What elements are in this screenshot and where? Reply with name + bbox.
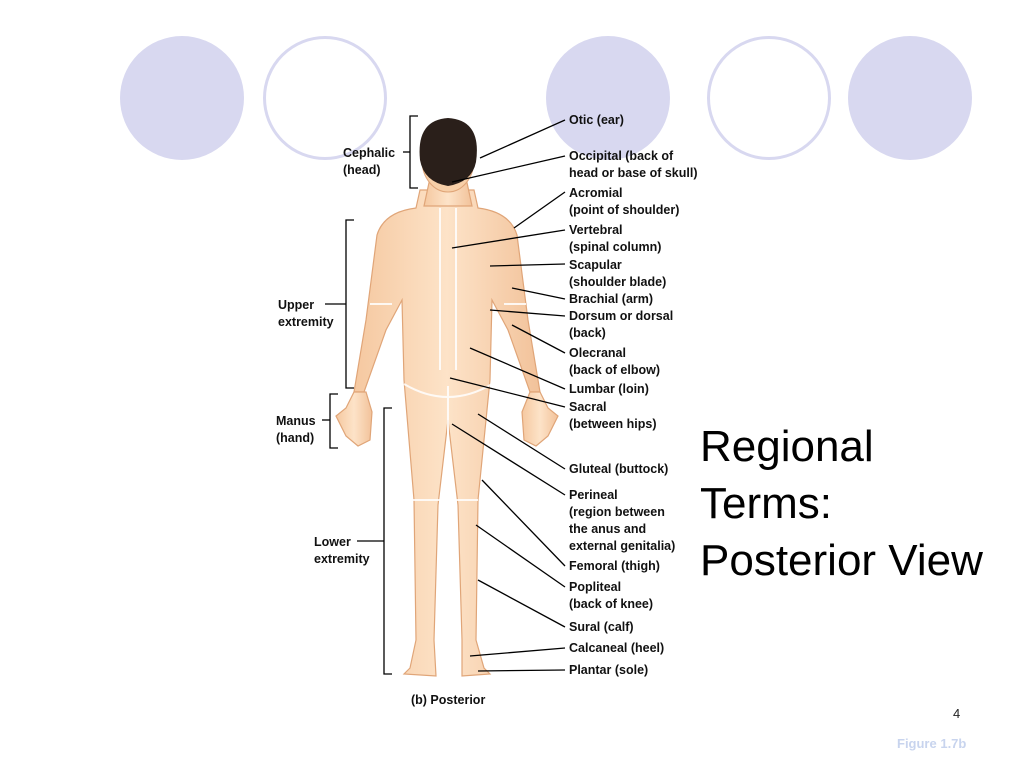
leader-line-7	[511, 324, 566, 354]
decor-ring-2	[707, 36, 831, 160]
leader-line-8	[469, 347, 566, 390]
region-label-line: Calcaneal (heel)	[569, 641, 664, 655]
right-hand	[521, 391, 559, 447]
leader-line-0	[479, 119, 566, 159]
region-label-3: Vertebral (spinal column)	[569, 223, 661, 254]
diagram-caption: (b) Posterior	[411, 693, 485, 707]
leader-line-5	[511, 287, 566, 300]
region-label-line: Acromial	[569, 186, 623, 200]
torso-shape	[353, 189, 541, 677]
region-label-line: Brachial (arm)	[569, 292, 653, 306]
leader-line-10	[477, 413, 566, 470]
leader-line-6	[489, 309, 566, 317]
leader-lines	[449, 119, 566, 672]
group-labels: Cephalic (head) Upper extremity Manus (h…	[276, 146, 399, 566]
region-label-line: (spinal column)	[569, 240, 661, 254]
page-number: 4	[953, 706, 961, 721]
region-label-line: (between hips)	[569, 417, 657, 431]
region-label-2: Acromial (point of shoulder)	[569, 186, 679, 217]
region-label-line: Popliteal	[569, 580, 621, 594]
region-label-16: Plantar (sole)	[569, 663, 648, 677]
upper-extremity-bracket	[345, 219, 354, 389]
region-label-line: Lumbar (loin)	[569, 382, 649, 396]
group-label-manus: Manus (hand)	[276, 414, 319, 445]
region-label-0: Otic (ear)	[569, 113, 624, 127]
region-label-11: Perineal (region between the anus and exter…	[569, 488, 675, 553]
slide-title: Regional Terms: Posterior View	[700, 418, 983, 589]
region-label-line: Occipital (back of	[569, 149, 674, 163]
brackets	[322, 115, 418, 675]
region-lines	[370, 208, 526, 501]
leader-line-1	[451, 155, 566, 183]
leader-line-11	[451, 423, 566, 496]
region-label-line: Perineal	[569, 488, 618, 502]
region-label-line: Gluteal (buttock)	[569, 462, 668, 476]
leader-line-15	[469, 647, 566, 657]
region-label-line: Plantar (sole)	[569, 663, 648, 677]
leader-line-12	[481, 479, 566, 567]
region-label-line: Dorsum or dorsal	[569, 309, 673, 323]
title-line-3: Posterior View	[700, 536, 983, 585]
region-label-14: Sural (calf)	[569, 620, 634, 634]
region-label-line: Scapular	[569, 258, 622, 272]
leader-line-4	[489, 263, 566, 267]
region-label-line: Olecranal	[569, 346, 626, 360]
left-hand	[335, 391, 373, 447]
title-line-2: Terms:	[700, 479, 832, 528]
region-label-line: (back)	[569, 326, 606, 340]
title-line-1: Regional	[700, 422, 874, 471]
decor-circle-3	[848, 36, 972, 160]
group-label-lower-extremity: Lower extremity	[314, 535, 370, 566]
group-label-upper-extremity: Upper extremity	[278, 298, 334, 329]
manus-bracket	[329, 393, 338, 449]
region-label-7: Olecranal (back of elbow)	[569, 346, 660, 377]
leader-line-2	[513, 191, 566, 229]
region-label-line: Femoral (thigh)	[569, 559, 660, 573]
leader-line-14	[477, 579, 566, 628]
region-label-line: Vertebral	[569, 223, 623, 237]
region-label-15: Calcaneal (heel)	[569, 641, 664, 655]
group-label-cephalic: Cephalic (head)	[343, 146, 399, 177]
lower-extremity-bracket	[383, 407, 392, 675]
region-label-9: Sacral (between hips)	[569, 400, 657, 431]
decor-ring-1	[263, 36, 387, 160]
region-label-8: Lumbar (loin)	[569, 382, 649, 396]
leader-line-3	[451, 229, 566, 249]
region-label-6: Dorsum or dorsal (back)	[569, 309, 673, 340]
head	[419, 118, 477, 193]
cephalic-bracket	[409, 115, 418, 189]
hair	[419, 118, 477, 186]
region-label-line: external genitalia)	[569, 539, 675, 553]
region-label-line: (region between	[569, 505, 665, 519]
leader-line-13	[475, 524, 566, 588]
figure-reference: Figure 1.7b	[897, 736, 967, 751]
region-label-line: Sural (calf)	[569, 620, 634, 634]
leader-line-16	[477, 669, 566, 672]
region-label-1: Occipital (back of head or base of skull)	[569, 149, 698, 180]
region-label-4: Scapular (shoulder blade)	[569, 258, 666, 289]
region-label-13: Popliteal (back of knee)	[569, 580, 653, 611]
region-label-line: Sacral	[569, 400, 607, 414]
region-label-line: (point of shoulder)	[569, 203, 679, 217]
decor-circle-2	[546, 36, 670, 160]
region-label-12: Femoral (thigh)	[569, 559, 660, 573]
region-label-line: the anus and	[569, 522, 646, 536]
region-label-10: Gluteal (buttock)	[569, 462, 668, 476]
region-label-line: head or base of skull)	[569, 166, 698, 180]
region-label-line: (back of knee)	[569, 597, 653, 611]
region-label-5: Brachial (arm)	[569, 292, 653, 306]
region-label-line: (shoulder blade)	[569, 275, 666, 289]
leader-line-9	[449, 377, 566, 408]
region-label-line: (back of elbow)	[569, 363, 660, 377]
region-label-line: Otic (ear)	[569, 113, 624, 127]
region-labels: Otic (ear) Occipital (back of head or base…	[569, 113, 698, 677]
decor-circle-1	[120, 36, 244, 160]
